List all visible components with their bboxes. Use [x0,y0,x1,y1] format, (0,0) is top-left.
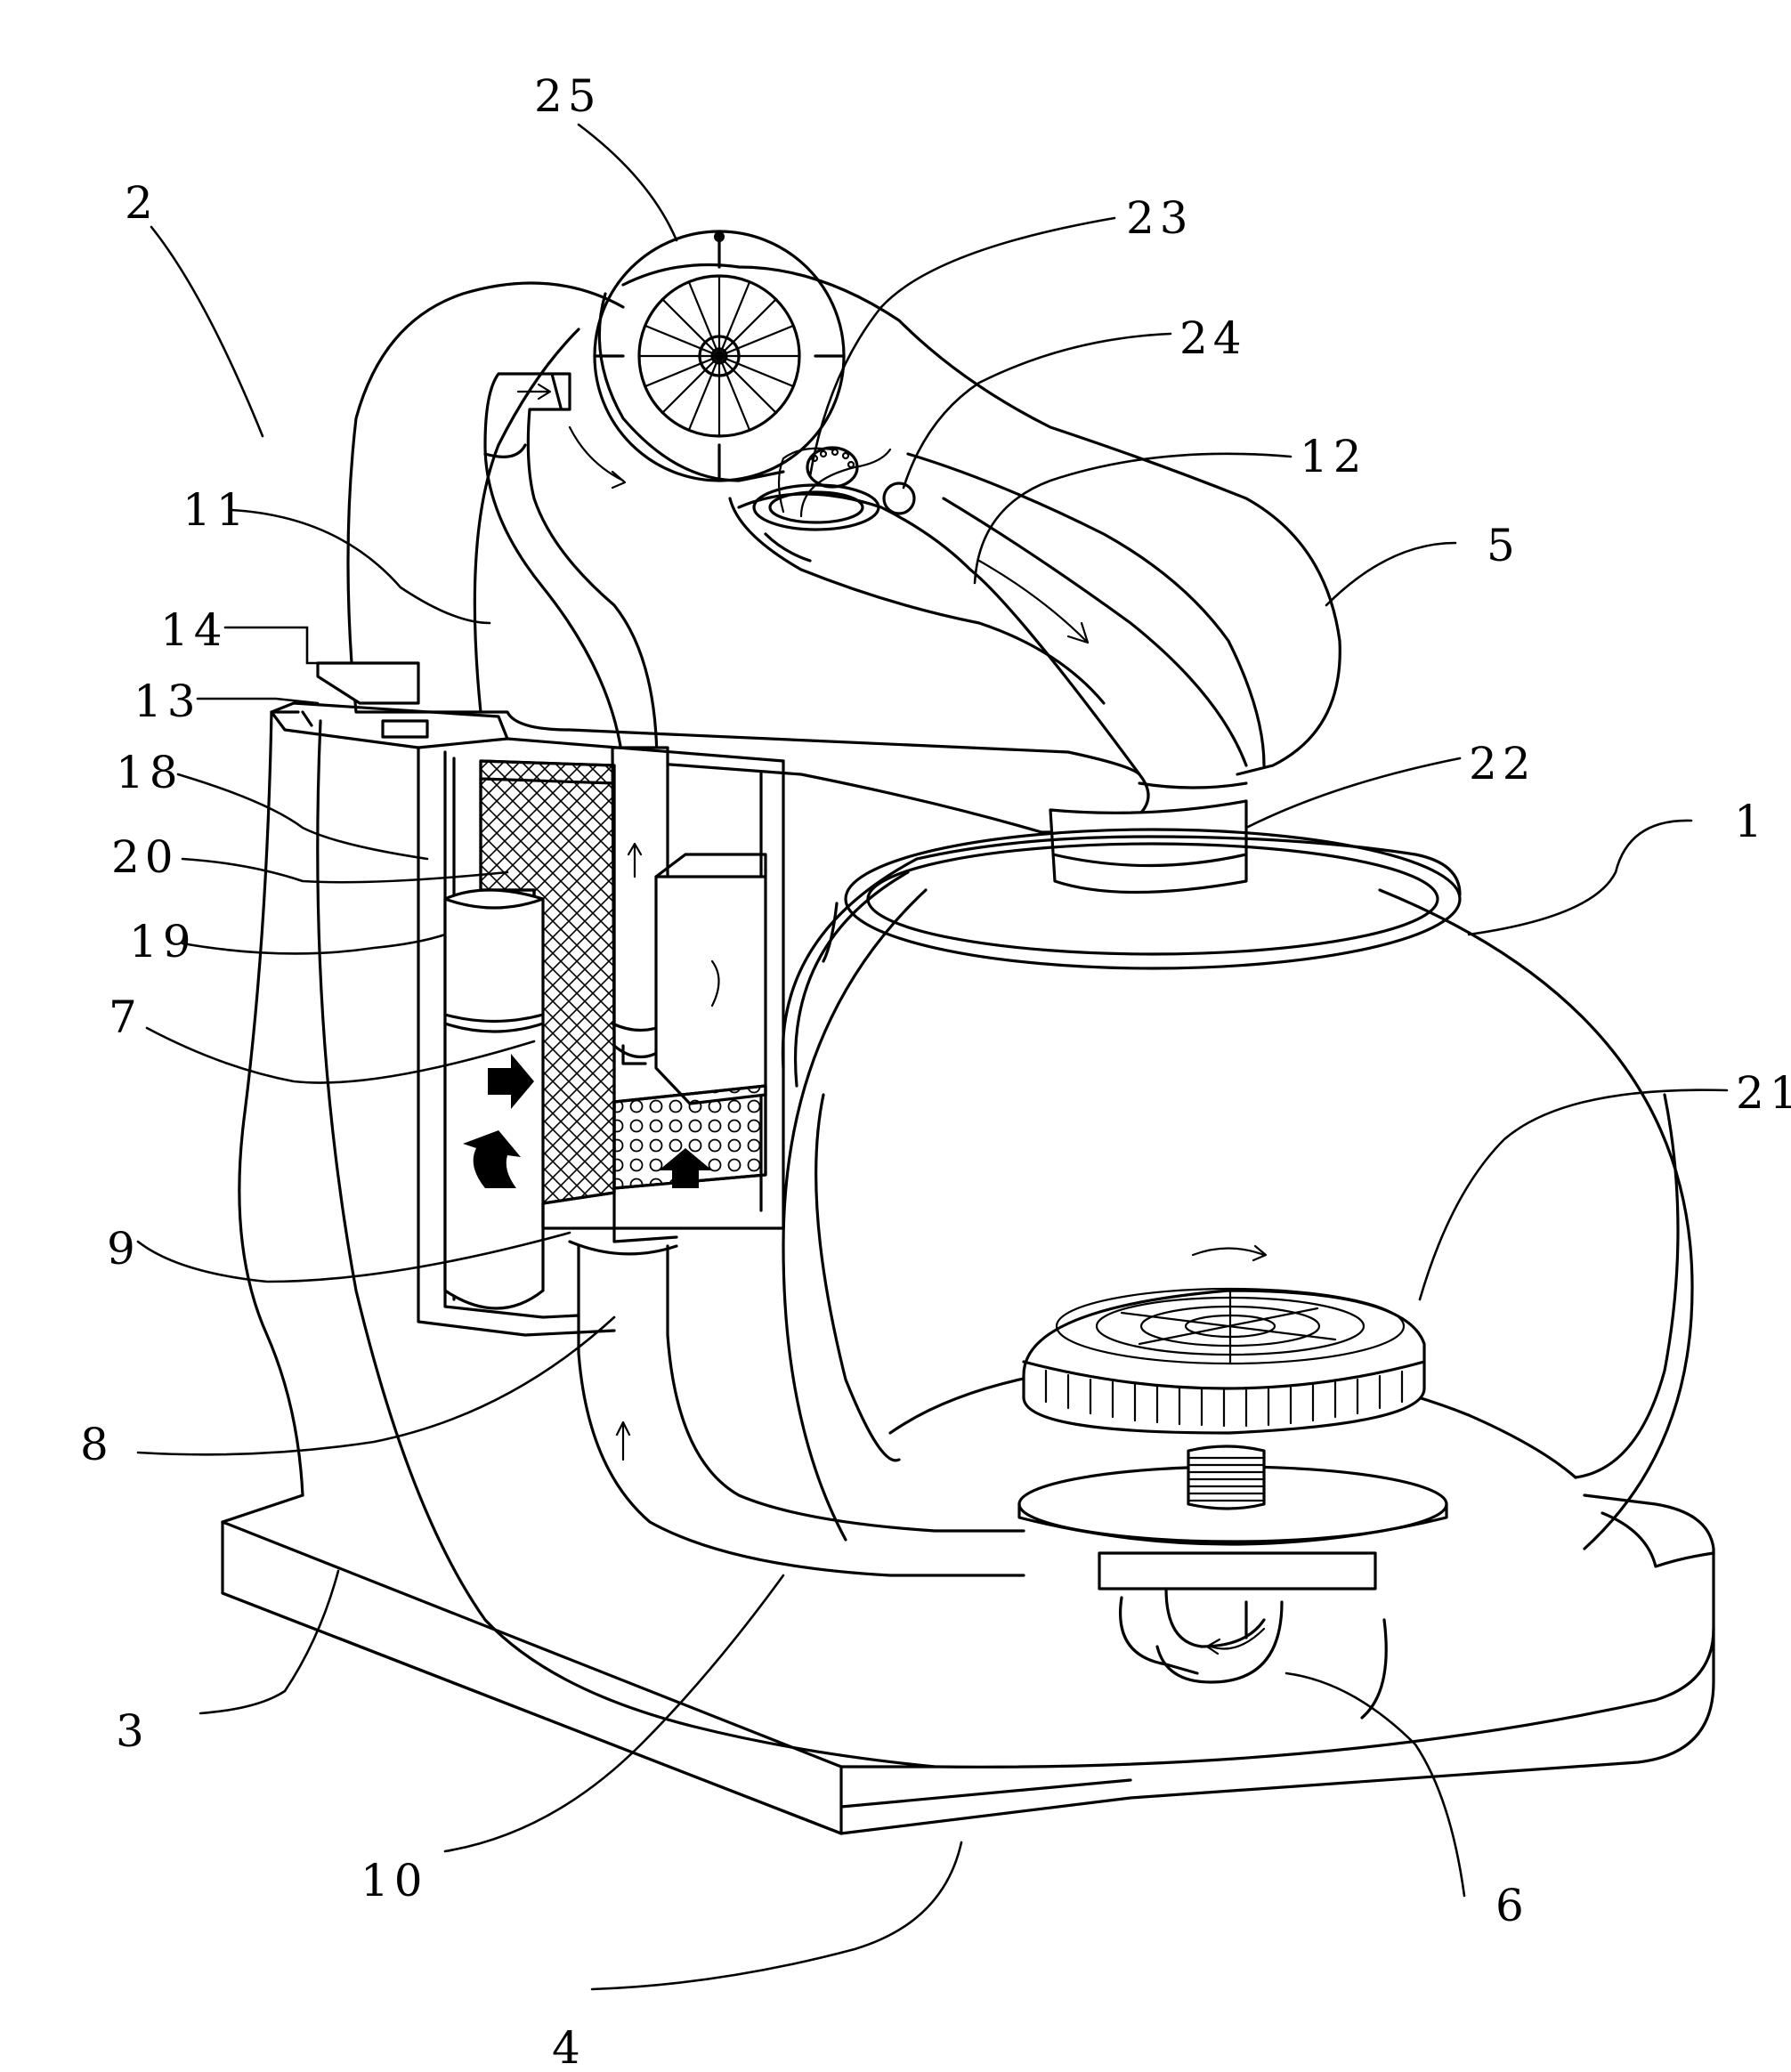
fan-unit [595,231,844,481]
part-labels: 1 2 3 4 5 6 7 8 9 10 11 12 13 14 18 19 2… [80,70,1791,2072]
label-8: 8 [80,1419,114,1470]
label-10: 10 [361,1855,428,1906]
label-25: 25 [534,70,602,122]
label-21: 21 [1736,1067,1791,1119]
label-3: 3 [116,1705,150,1757]
leader-lines [138,125,1727,1989]
label-1: 1 [1734,796,1768,847]
label-2: 2 [125,177,158,229]
coil [1188,1446,1264,1509]
sensor-unit [754,448,914,530]
label-19: 19 [129,916,197,967]
base-plate [223,1495,1714,1833]
label-18: 18 [116,747,183,798]
label-4: 4 [552,2022,586,2072]
label-11: 11 [182,484,250,536]
label-7: 7 [109,991,142,1043]
label-6: 6 [1495,1880,1529,1931]
label-23: 23 [1126,192,1194,244]
label-22: 22 [1469,738,1536,789]
label-12: 12 [1300,431,1367,482]
outlet-6 [1099,1553,1375,1682]
label-5: 5 [1487,520,1520,571]
impeller-disk [1024,1246,1424,1433]
label-20: 20 [111,831,179,883]
label-9: 9 [107,1223,141,1275]
label-13: 13 [134,676,201,727]
label-14: 14 [160,604,228,656]
bowl [782,830,1692,1549]
label-24: 24 [1179,312,1247,364]
